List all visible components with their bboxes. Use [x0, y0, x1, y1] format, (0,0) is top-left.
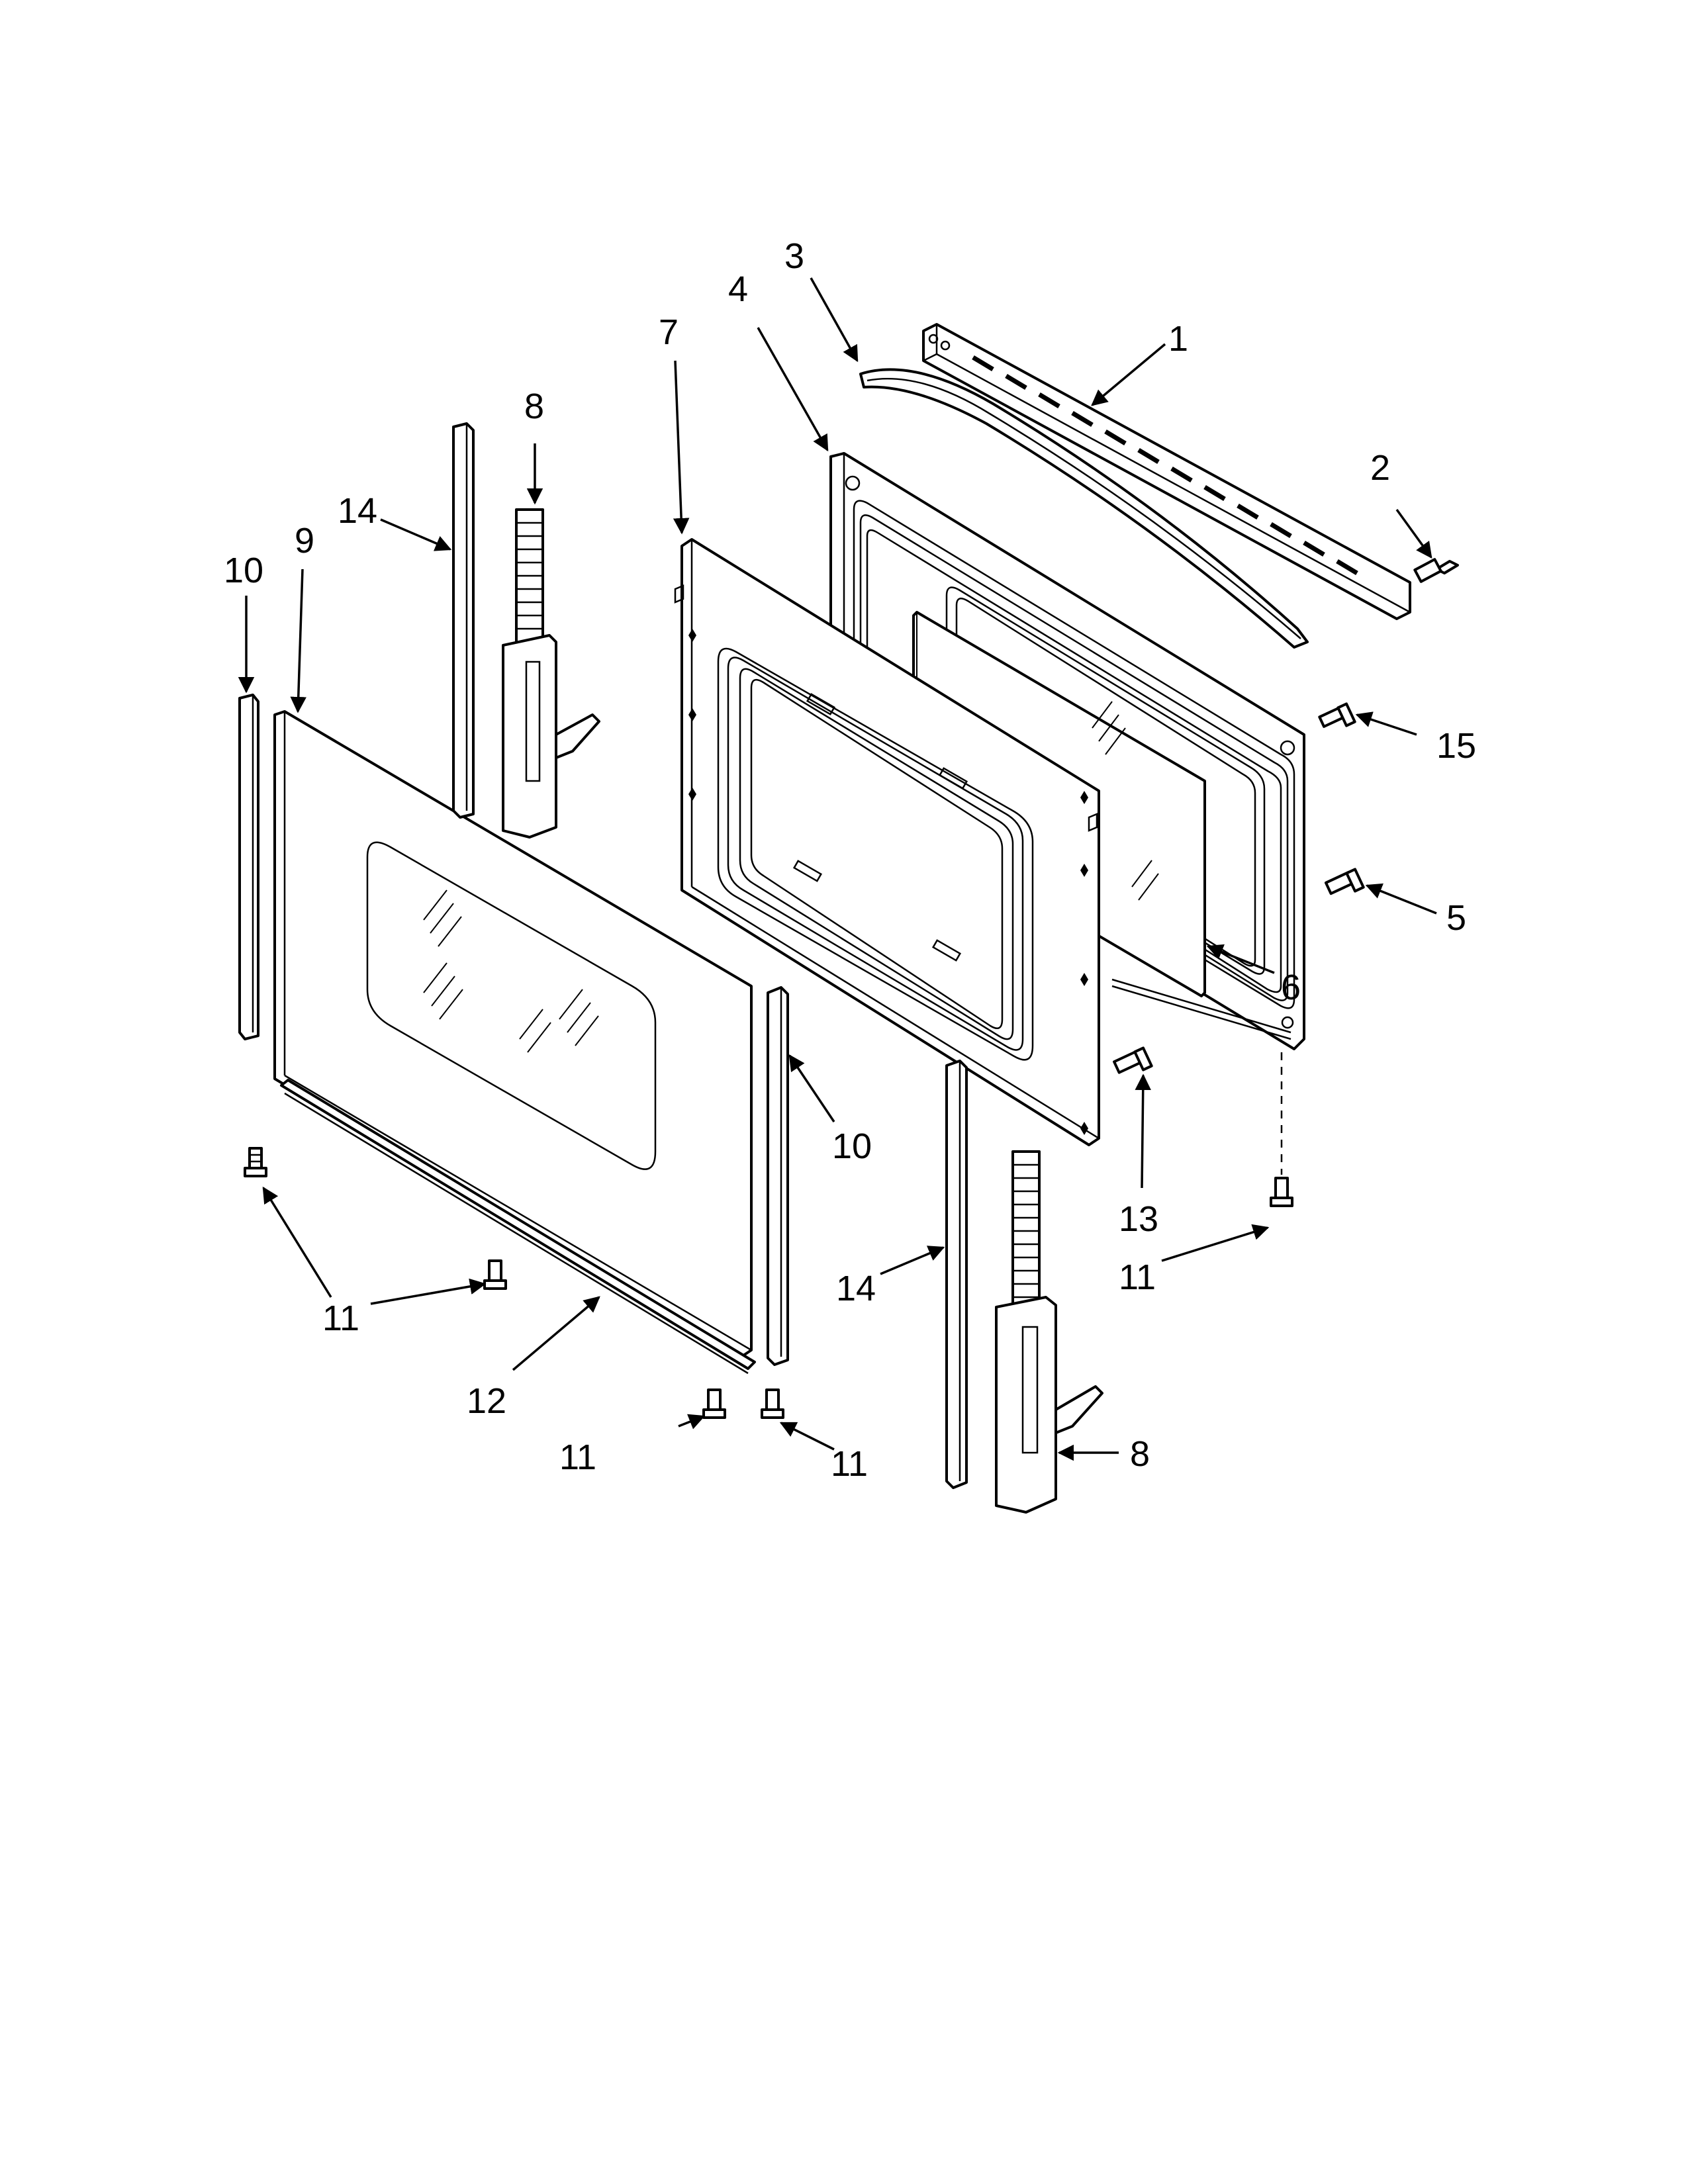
callout-11-right: 11: [1119, 1257, 1156, 1297]
vent-trim-part: [922, 323, 1411, 620]
screw-part-11-e: [1270, 1177, 1293, 1207]
leader-12: [512, 1296, 600, 1371]
hinge-top: [502, 508, 600, 839]
callout-3: 3: [784, 236, 804, 276]
leader-3: [810, 277, 859, 363]
outer-door-glass: [273, 710, 753, 1358]
callout-15: 15: [1436, 726, 1476, 766]
screw-part-11-d: [761, 1388, 784, 1419]
leader-11-right: [1161, 1224, 1270, 1262]
callout-11-free: 11: [559, 1437, 596, 1477]
callout-12: 12: [467, 1381, 506, 1421]
screw-part-11-a: [244, 1147, 267, 1177]
leader-6: [1206, 944, 1275, 974]
leader-11-free: [678, 1414, 706, 1430]
leader-1: [1091, 343, 1166, 406]
callouts: 1 2 3 4 5 6 7 8 8 9 10 10 11 11 11 11 12…: [224, 236, 1476, 1484]
callout-13: 13: [1119, 1199, 1158, 1239]
bottom-trim: [280, 1079, 756, 1375]
leader-10-right: [788, 1054, 835, 1122]
handle-part: [859, 368, 1309, 649]
callout-7: 7: [659, 312, 679, 352]
hinge-bottom: [995, 1150, 1103, 1514]
leader-lines: [238, 277, 1437, 1461]
callout-10-right: 10: [832, 1126, 872, 1166]
leader-14-top: [380, 518, 452, 551]
callout-9: 9: [295, 521, 314, 561]
leader-11-bottom-right: [779, 1422, 835, 1451]
screw-part-2: [1413, 558, 1459, 583]
leader-13: [1135, 1073, 1151, 1189]
leader-5: [1365, 883, 1437, 915]
side-trim-right: [767, 986, 789, 1366]
screw-part-15: [1318, 702, 1356, 728]
leader-15: [1355, 711, 1417, 736]
callout-11-left: 11: [322, 1298, 359, 1338]
leader-9: [290, 569, 306, 713]
leader-4: [757, 327, 829, 452]
hinge-receiver-bottom: [945, 1060, 968, 1489]
callout-5: 5: [1446, 898, 1466, 938]
screw-part-11-b: [483, 1259, 507, 1290]
hinge-receiver-top: [452, 422, 475, 819]
vent-slots: [972, 355, 1358, 576]
leader-11-left: [262, 1186, 332, 1298]
leader-14-bottom: [880, 1246, 945, 1275]
callout-8-bottom: 8: [1130, 1434, 1150, 1474]
leader-7: [673, 360, 690, 535]
callout-6: 6: [1281, 968, 1301, 1007]
callout-4: 4: [728, 269, 748, 309]
callout-8-top: 8: [524, 387, 544, 426]
callout-14-bottom: 14: [836, 1269, 876, 1308]
callout-14-top: 14: [338, 491, 377, 531]
callout-1: 1: [1168, 319, 1188, 359]
screw-part-13: [1113, 1046, 1153, 1074]
door-liner-frame: [674, 538, 1100, 1146]
leader-11-center: [370, 1278, 487, 1305]
callout-2: 2: [1370, 448, 1390, 488]
callout-11-bottom-right: 11: [831, 1444, 868, 1484]
screw-part-5: [1324, 868, 1365, 895]
callout-10-left: 10: [224, 551, 263, 590]
screw-part-11-c: [702, 1388, 726, 1419]
side-trim-left: [238, 694, 259, 1040]
leader-2: [1395, 508, 1432, 559]
